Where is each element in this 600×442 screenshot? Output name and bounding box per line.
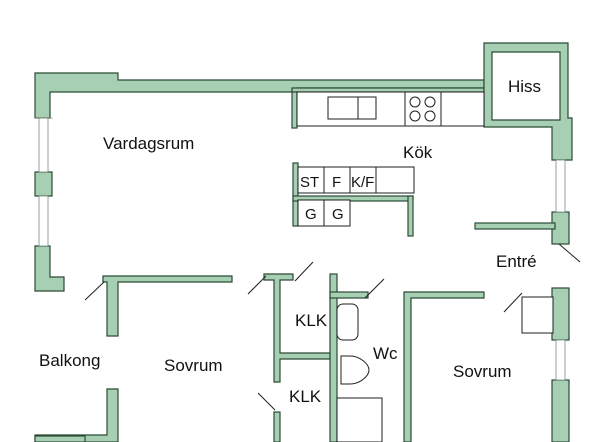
wall-bedroom-right — [403, 291, 485, 442]
room-label-vardagsrum: Vardagsrum — [103, 134, 194, 153]
wall-bottom-right — [34, 435, 86, 442]
appliance-label-st: ST — [300, 174, 319, 191]
wall-bedroom-left-top — [102, 275, 233, 337]
wall-right-lower — [551, 287, 570, 341]
wc-sink — [336, 303, 359, 341]
wall-right-bottom — [551, 379, 570, 442]
wall-bottom-left — [34, 388, 119, 442]
kitchen-sink — [327, 96, 377, 120]
appliance-label-g2: G — [332, 206, 344, 223]
appliance-f-box — [323, 166, 351, 194]
appliance-label-f: F — [332, 174, 341, 191]
doors — [84, 243, 581, 411]
entry-cabinet — [521, 296, 554, 334]
door-bedroom-right — [503, 292, 523, 313]
wc-shower — [336, 397, 383, 442]
door-entry — [558, 243, 581, 263]
stove-burner-1 — [409, 96, 421, 108]
wall-elevator — [483, 42, 573, 161]
stove-burner-3 — [409, 110, 421, 122]
window-left-lower — [38, 195, 49, 247]
walls — [34, 42, 573, 442]
stove — [404, 91, 442, 127]
wall-closet-b — [329, 273, 338, 442]
wall-left-lower — [34, 245, 65, 292]
windows — [34, 117, 566, 381]
door-bedroom-left — [247, 275, 267, 295]
window-right-upper — [555, 159, 566, 213]
appliance-label-g1: G — [305, 206, 317, 223]
appliance-st-box — [297, 166, 325, 194]
room-label-klk-lower: KLK — [289, 387, 322, 406]
room-label-balkong: Balkong — [39, 351, 100, 370]
stove-burner-4 — [424, 110, 436, 122]
wall-lower-stub — [273, 411, 281, 442]
window-right-lower — [555, 339, 566, 381]
door-wc — [364, 278, 385, 299]
appliance-kf-box — [349, 166, 377, 194]
wc-toilet — [340, 355, 370, 385]
door-closet-upper — [294, 261, 314, 282]
bathroom — [336, 296, 554, 442]
room-label-sovrum-right: Sovrum — [453, 362, 512, 381]
island-wall-right — [407, 195, 414, 237]
room-label-klk-upper: KLK — [295, 311, 328, 330]
wall-entry-stub — [474, 222, 556, 230]
room-label-hiss: Hiss — [508, 77, 541, 96]
wall-kitchen-stub — [291, 91, 298, 129]
door-closet-lower — [257, 392, 276, 411]
room-label-sovrum-left: Sovrum — [164, 356, 223, 375]
room-label-kok: Kök — [403, 143, 433, 162]
stove-burner-2 — [424, 96, 436, 108]
kitchen — [292, 91, 485, 237]
appliance-extra-box — [375, 166, 415, 194]
island-wall-left — [292, 162, 299, 227]
room-label-wc: Wc — [373, 344, 398, 363]
wall-left-upper — [34, 171, 53, 197]
window-left-upper — [38, 117, 49, 173]
room-label-entre: Entré — [496, 252, 537, 271]
kitchen-counter — [296, 91, 485, 127]
door-balcony — [84, 281, 105, 301]
appliance-label-kf: K/F — [351, 174, 374, 191]
wall-kitchen-back — [291, 87, 485, 93]
labels: Vardagsrum Kök Hiss Entré Balkong Sovrum… — [39, 77, 541, 406]
wall-wc-top — [329, 291, 369, 299]
appliance-g2-box — [323, 199, 351, 227]
